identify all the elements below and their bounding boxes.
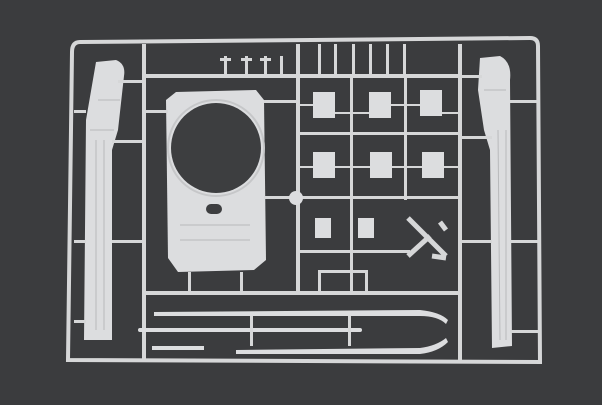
- round-sprue-gate: [289, 191, 303, 205]
- small-pin-parts: [220, 44, 406, 74]
- sprue-frame: [65, 35, 543, 365]
- small-bracket-part: [318, 270, 368, 292]
- turret-ring-plate: [146, 90, 296, 292]
- x-frame-part: [406, 216, 448, 261]
- left-side-panel-part: [74, 60, 142, 340]
- box-parts: [300, 90, 458, 238]
- right-side-panel-part: [462, 56, 538, 348]
- long-rod-parts: [138, 310, 448, 354]
